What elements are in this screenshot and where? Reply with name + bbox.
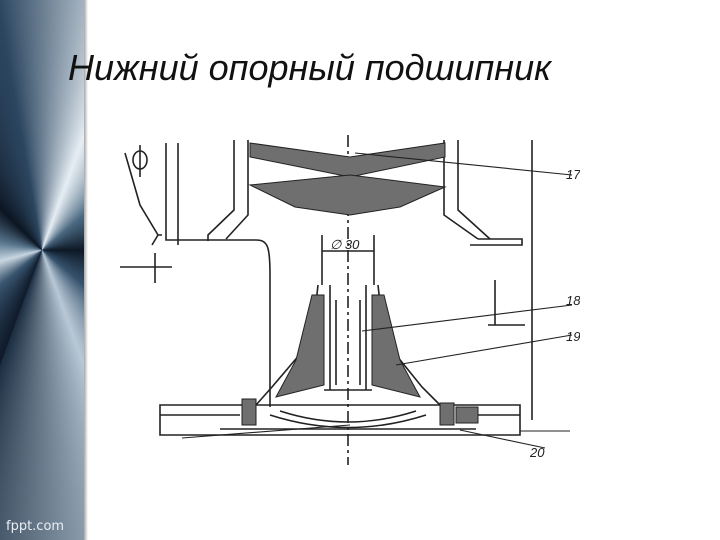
bearing-shell-right	[371, 294, 421, 398]
base-bolt-left	[241, 398, 257, 426]
leader-17	[354, 152, 573, 176]
base-nut-right	[455, 406, 479, 424]
callout-19: 19	[566, 329, 580, 344]
left-pipe-outline	[124, 152, 162, 246]
bearing-shell-left	[275, 294, 325, 398]
base-plate	[159, 404, 521, 436]
diameter-label: ∅ 30	[330, 237, 360, 252]
bearing-bore	[329, 285, 367, 390]
housing-wall-left	[207, 140, 235, 241]
phi-ring	[132, 150, 148, 170]
bushing	[335, 300, 361, 385]
left-wall	[165, 143, 271, 407]
reference-cross	[120, 253, 172, 283]
slide-title: Нижний опорный подшипник	[68, 47, 552, 88]
bearing-drawing: ∅ 30 17 18 19 20	[120, 135, 580, 465]
housing-wall-right	[443, 140, 479, 240]
base-bolt-right	[439, 402, 455, 426]
leader-19	[395, 334, 573, 366]
leader-18	[361, 304, 573, 332]
housing-wall-right-inner	[457, 140, 491, 240]
dish-inner	[279, 410, 417, 423]
dish	[269, 414, 427, 429]
right-flange	[470, 238, 523, 246]
impeller-blade-upper	[249, 142, 446, 178]
right-step	[488, 280, 525, 326]
callout-20: 20	[529, 445, 545, 460]
callout-17: 17	[566, 167, 580, 182]
leader-20	[181, 424, 546, 449]
band-shadow	[84, 0, 88, 540]
callout-18: 18	[566, 293, 580, 308]
impeller-blade-lower	[248, 174, 447, 216]
shaft-neck	[321, 235, 375, 285]
decorative-swirl-band	[0, 0, 84, 540]
housing-wall-left-inner	[225, 140, 249, 240]
brand-watermark: fppt.com	[6, 519, 65, 534]
